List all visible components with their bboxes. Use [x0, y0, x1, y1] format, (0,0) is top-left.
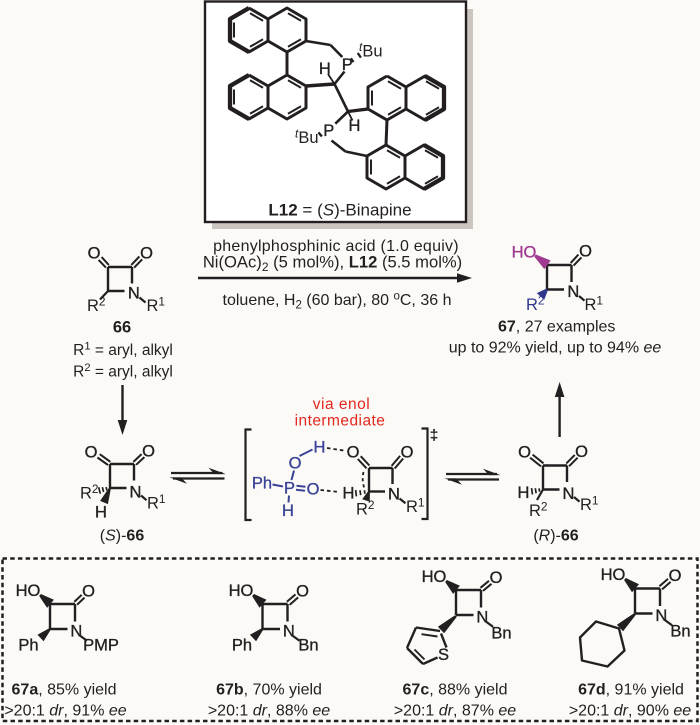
svg-text:HO: HO: [601, 566, 626, 584]
svg-text:O: O: [347, 443, 360, 461]
svg-text:HO: HO: [229, 582, 254, 600]
svg-text:H: H: [282, 502, 294, 520]
svg-text:R1: R1: [147, 295, 166, 316]
svg-text:O: O: [296, 582, 309, 600]
svg-text:67, 27 examples: 67, 27 examples: [498, 319, 615, 336]
svg-text:R1: R1: [580, 494, 599, 515]
svg-text:toluene, H2 (60 bar), 80 oC, 3: toluene, H2 (60 bar), 80 oC, 36 h: [223, 290, 452, 311]
svg-text:phenylphosphinic acid (1.0 equ: phenylphosphinic acid (1.0 equiv): [213, 238, 459, 255]
svg-text:N: N: [567, 283, 579, 301]
svg-text:R1: R1: [147, 492, 166, 513]
svg-text:H: H: [95, 503, 107, 521]
svg-text:O: O: [88, 244, 101, 262]
svg-text:O: O: [289, 454, 302, 472]
svg-text:>20:1 dr, 90% ee: >20:1 dr, 90% ee: [569, 703, 691, 720]
svg-text:N: N: [130, 483, 142, 501]
svg-text:R1 = aryl, alkyl: R1 = aryl, alkyl: [73, 341, 173, 360]
svg-text:66: 66: [113, 318, 131, 336]
svg-text:N: N: [476, 609, 488, 627]
svg-text:H: H: [349, 117, 361, 135]
svg-text:(S)-66: (S)-66: [100, 528, 145, 545]
svg-text:Ph: Ph: [232, 636, 252, 654]
svg-text:O: O: [401, 443, 414, 461]
svg-text:R2 = aryl, alkyl: R2 = aryl, alkyl: [73, 362, 173, 381]
svg-text:HO: HO: [422, 568, 447, 586]
svg-text:N: N: [283, 623, 295, 641]
svg-text:R2: R2: [356, 498, 375, 519]
svg-text:tBu: tBu: [295, 127, 319, 148]
svg-text:R2: R2: [80, 482, 99, 503]
svg-text:Ph: Ph: [252, 474, 272, 492]
svg-text:N: N: [655, 607, 667, 625]
svg-text:N: N: [388, 485, 400, 503]
svg-text:O: O: [518, 443, 531, 461]
svg-text:H: H: [343, 484, 355, 502]
svg-text:L12 = (S)-Binapine: L12 = (S)-Binapine: [268, 201, 411, 220]
svg-text:O: O: [579, 243, 592, 261]
svg-text:Bn: Bn: [491, 624, 511, 642]
svg-text:67c, 88% yield: 67c, 88% yield: [403, 682, 508, 699]
svg-text:>20:1 dr, 91% ee: >20:1 dr, 91% ee: [4, 703, 126, 720]
svg-text:O: O: [669, 567, 682, 585]
svg-text:O: O: [85, 443, 98, 461]
svg-text:N: N: [563, 485, 575, 503]
svg-text:P: P: [342, 56, 353, 74]
svg-text:>20:1 dr, 88% ee: >20:1 dr, 88% ee: [208, 703, 330, 720]
svg-text:R1: R1: [406, 495, 425, 516]
svg-text:>20:1 dr, 87% ee: >20:1 dr, 87% ee: [394, 703, 516, 720]
svg-text:N: N: [70, 623, 82, 641]
svg-text:Bn: Bn: [670, 622, 690, 640]
svg-text:tBu: tBu: [359, 40, 383, 61]
svg-text:P: P: [284, 479, 295, 497]
svg-text:67b, 70% yield: 67b, 70% yield: [216, 682, 322, 699]
svg-text:PMP: PMP: [83, 636, 119, 654]
svg-text:intermediate: intermediate: [295, 413, 386, 430]
svg-text:O: O: [140, 244, 153, 262]
svg-text:O: O: [575, 443, 588, 461]
svg-text:N: N: [128, 285, 140, 303]
svg-text:O: O: [490, 569, 503, 587]
svg-text:O: O: [82, 582, 95, 600]
svg-text:via enol: via enol: [313, 396, 370, 413]
svg-text:Bn: Bn: [298, 636, 318, 654]
svg-text:R2: R2: [526, 294, 545, 315]
svg-text:O: O: [307, 481, 320, 499]
svg-text:HO: HO: [16, 582, 41, 600]
svg-text:‡: ‡: [430, 427, 438, 444]
svg-text:H: H: [518, 484, 530, 502]
svg-text:R1: R1: [585, 294, 604, 315]
svg-text:Ph: Ph: [18, 636, 38, 654]
svg-text:(R)-66: (R)-66: [533, 528, 578, 545]
svg-text:67a, 85% yield: 67a, 85% yield: [12, 682, 117, 699]
svg-text:P: P: [323, 122, 334, 140]
svg-text:S: S: [438, 646, 449, 664]
svg-text:R2: R2: [87, 295, 106, 316]
svg-text:O: O: [142, 442, 155, 460]
svg-text:Ni(OAc)2 (5 mol%), L12 (5.5 mo: Ni(OAc)2 (5 mol%), L12 (5.5 mol%): [203, 253, 462, 275]
svg-text:H: H: [319, 60, 331, 78]
svg-text:67d, 91% yield: 67d, 91% yield: [578, 682, 684, 699]
svg-text:R2: R2: [529, 500, 548, 521]
svg-text:HO: HO: [512, 243, 537, 261]
svg-text:up to 92% yield, up to 94% ee: up to 92% yield, up to 94% ee: [449, 339, 662, 356]
svg-text:H: H: [314, 438, 326, 456]
